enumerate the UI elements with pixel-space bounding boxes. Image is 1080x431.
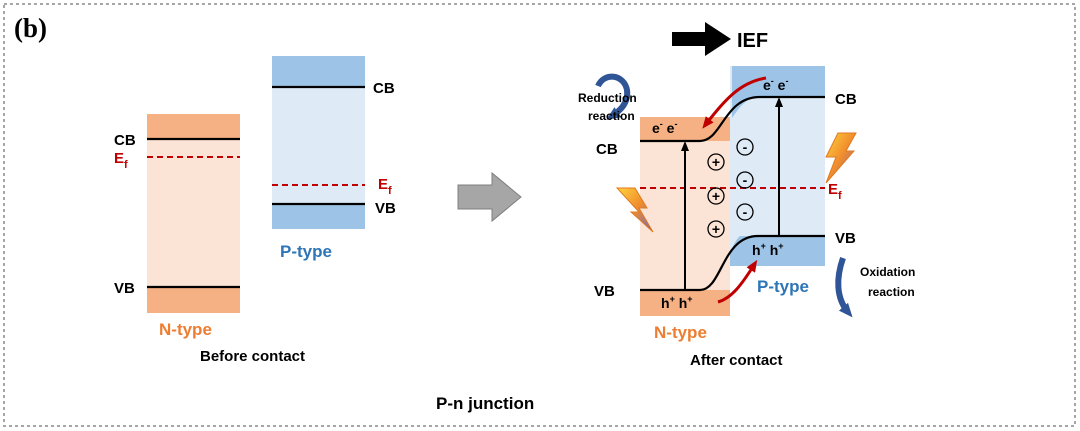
p-after-vb-label: VB (835, 230, 856, 247)
negative-charge-sign-3: - (743, 204, 748, 220)
n-fermi-main: E (114, 150, 124, 167)
after-fermi-sub: f (838, 190, 842, 202)
p-e1: e (763, 77, 771, 93)
n-e1-sup: - (660, 119, 663, 129)
lightning-icon (615, 187, 654, 233)
n-after-type-label: N-type (654, 323, 707, 342)
lightning-icon-right (825, 132, 857, 184)
hole-transfer-arrow (717, 259, 758, 304)
n-fermi-label: Ef (114, 150, 128, 171)
p-holes: h+ h+ (752, 241, 784, 258)
n-after-vb-label: VB (594, 283, 615, 300)
n-e2-sup: - (674, 119, 677, 129)
dashed-border (3, 3, 1076, 427)
n-after-vb-band (640, 290, 730, 316)
n-h1-sup: + (670, 294, 675, 304)
after-vb-edge (640, 234, 825, 292)
n-after-cb-label: CB (596, 141, 618, 158)
p-h2: h (766, 242, 778, 258)
negative-charge-circle-1 (736, 138, 754, 156)
p-vb-label: VB (375, 200, 396, 217)
p-fermi-sub: f (388, 185, 392, 197)
after-fermi-main: E (828, 181, 838, 198)
p-after-type-label: P-type (757, 277, 809, 296)
p-h1: h (752, 242, 761, 258)
positive-charge-sign-3: + (712, 221, 720, 237)
n-electrons: e- e- (652, 119, 677, 136)
before-contact-caption: Before contact (200, 348, 305, 365)
p-after-region (730, 66, 825, 266)
electron-transfer-arrow (702, 76, 767, 129)
after-fermi-label: Ef (828, 181, 842, 202)
negative-charge-sign-1: - (743, 139, 748, 155)
n-e2: e (663, 120, 675, 136)
p-fermi-main: E (378, 176, 388, 193)
p-h1-sup: + (761, 241, 766, 251)
figure-title: P-n junction (436, 394, 534, 413)
n-type-label: N-type (159, 320, 212, 339)
oxidation-line2: reaction (868, 285, 915, 299)
negative-charge-circle-2 (736, 171, 754, 189)
positive-charge-circle-1 (707, 153, 725, 171)
n-holes: h+ h+ (661, 294, 693, 311)
p-e2-sup: - (785, 76, 788, 86)
p-fermi-label: Ef (378, 176, 392, 197)
n-fermi-sub: f (124, 159, 128, 171)
n-vb-label: VB (114, 280, 135, 297)
negative-charge-circle-3 (736, 203, 754, 221)
negative-charge-sign-2: - (743, 172, 748, 188)
after-contact-caption: After contact (690, 352, 783, 369)
p-vb-band (272, 204, 365, 229)
n-cb-band (147, 114, 240, 139)
p-e2: e (774, 77, 786, 93)
n-e1: e (652, 120, 660, 136)
n-gap-region (147, 114, 240, 313)
after-cb-edge (640, 95, 825, 143)
p-after-vb-band (730, 236, 825, 266)
p-electrons: e- e- (763, 76, 788, 93)
oxidation-line1: Oxidation (860, 265, 915, 279)
ief-arrow-icon (672, 22, 731, 56)
n-cb-label: CB (114, 132, 136, 149)
p-after-cb-band (732, 66, 825, 118)
positive-charge-circle-2 (707, 187, 725, 205)
n-vb-band (147, 287, 240, 313)
n-h2: h (675, 295, 687, 311)
p-h2-sup: + (778, 241, 783, 251)
reduction-line1: Reduction (578, 91, 637, 105)
p-after-cb-label: CB (835, 91, 857, 108)
ief-label: IEF (737, 30, 768, 52)
space-charges: + + + - - - (707, 138, 754, 238)
transition-arrow (457, 171, 522, 223)
p-type-label: P-type (280, 242, 332, 261)
positive-charge-circle-3 (707, 220, 725, 238)
oxidation-curved-arrow (835, 257, 853, 318)
n-h2-sup: + (687, 294, 692, 304)
p-cb-band (272, 56, 365, 87)
p-cb-label: CB (373, 80, 395, 97)
positive-charge-sign-2: + (712, 188, 720, 204)
panel-label: (b) (14, 13, 47, 43)
positive-charge-sign-1: + (712, 154, 720, 170)
reduction-line2: reaction (588, 109, 635, 123)
reduction-curved-arrow (595, 73, 631, 120)
p-e1-sup: - (771, 76, 774, 86)
n-h1: h (661, 295, 670, 311)
